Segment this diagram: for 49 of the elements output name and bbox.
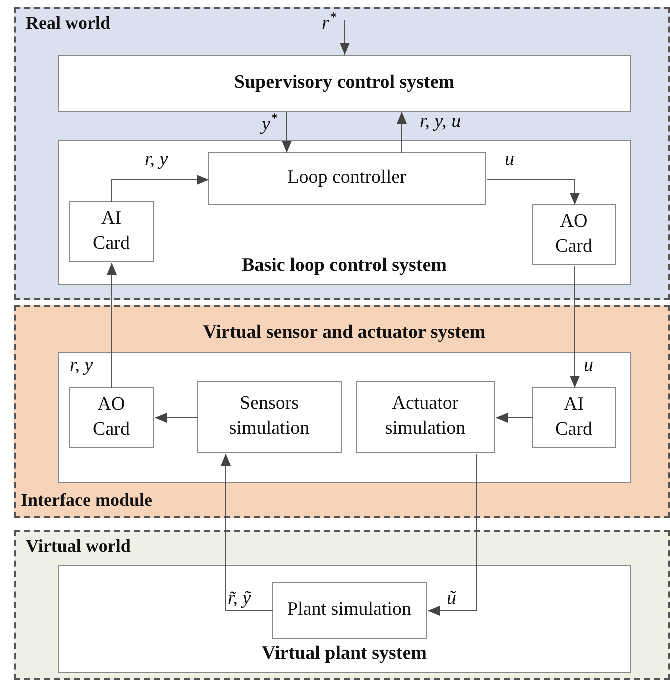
edge-label: r$^{*}$ xyxy=(322,14,337,33)
edge-label: ũ xyxy=(447,589,456,608)
box-label: Plant simulation xyxy=(287,598,412,622)
system-box xyxy=(58,55,631,112)
region-panel xyxy=(14,530,670,680)
arrow xyxy=(428,454,478,616)
box-label: AI Card xyxy=(554,392,594,442)
arrow xyxy=(282,112,292,154)
arrow xyxy=(496,413,534,423)
edge-label: r̃, ỹ xyxy=(228,589,252,608)
region-panel xyxy=(14,7,670,300)
arrow xyxy=(112,175,210,202)
box-heading: Virtual world xyxy=(26,535,131,558)
edge-label: r, y xyxy=(70,356,94,375)
arrow xyxy=(154,413,198,423)
arrow xyxy=(486,180,580,206)
box-heading: Basic loop control system xyxy=(241,254,448,278)
process-box xyxy=(532,204,616,265)
process-box xyxy=(532,387,616,448)
process-box xyxy=(197,381,342,453)
process-box xyxy=(69,201,154,262)
arrow xyxy=(570,266,580,388)
box-label: Supervisory control system xyxy=(234,71,455,96)
box-heading: Real world xyxy=(26,12,110,35)
process-box xyxy=(272,582,427,639)
box-label: Sensors simulation xyxy=(228,392,311,441)
arrow xyxy=(221,454,274,612)
arrow xyxy=(107,262,117,388)
process-box xyxy=(208,152,486,205)
box-label: AO Card xyxy=(92,392,131,442)
box-heading: Virtual plant system xyxy=(260,642,428,666)
edge-label: u xyxy=(505,150,514,169)
region-panel xyxy=(14,305,670,518)
process-box xyxy=(69,387,154,448)
box-label: Loop controller xyxy=(288,166,406,190)
box-heading: Virtual sensor and actuator system xyxy=(202,321,487,345)
box-label: AO Card xyxy=(554,210,594,258)
edge-label: y$^{*}$ xyxy=(262,115,278,134)
process-box xyxy=(356,381,495,453)
edge-label: r, y xyxy=(145,150,168,169)
arrow xyxy=(340,20,350,56)
system-box xyxy=(58,565,631,673)
box-heading: Interface module xyxy=(21,489,152,512)
edge-label: r, y, u xyxy=(420,112,462,131)
edge-label: u xyxy=(584,356,594,375)
arrow xyxy=(397,112,407,154)
box-label: AI Card xyxy=(92,206,131,256)
system-box xyxy=(58,140,631,285)
box-label: Actuator simulation xyxy=(384,392,467,441)
